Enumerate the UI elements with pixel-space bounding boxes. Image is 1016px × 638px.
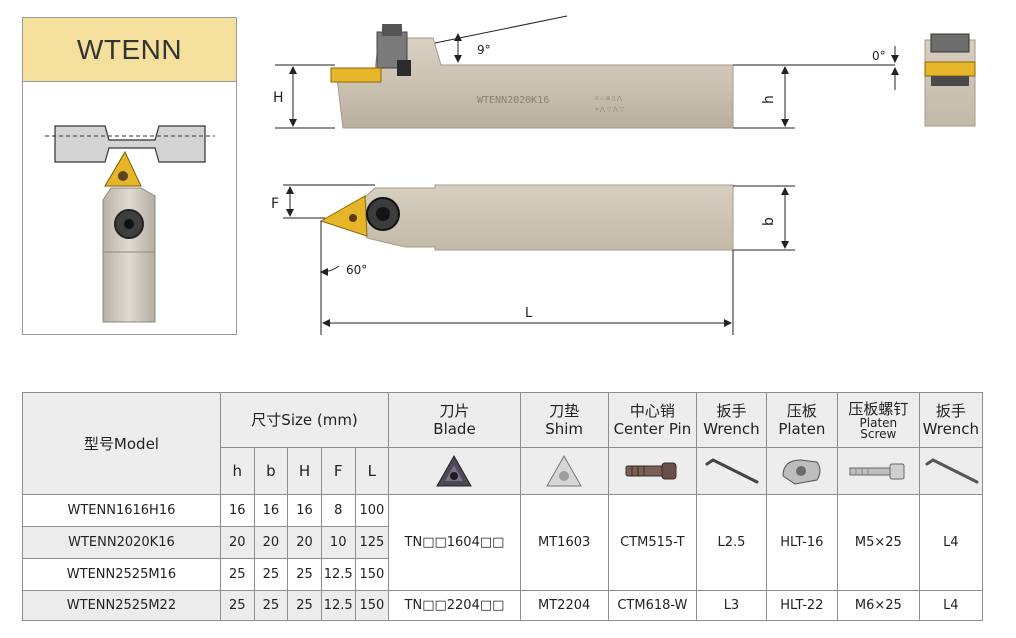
dim-H-label: H [273,90,284,106]
dim-cell: 125 [354,526,390,559]
shim-cell: MT1603 [519,494,609,591]
dim-cell: 150 [354,590,390,621]
header-dim-F: F [320,447,356,495]
dim-cell: 150 [354,558,390,591]
platen-cell: HLT-16 [765,494,839,591]
workpiece-shape [54,125,206,163]
product-card: WTENN [22,17,237,335]
table-row: WTENN2525M22 25 25 25 12.5 150 TN□□2204□… [22,590,984,621]
angle-9-label: 9° [477,43,491,57]
dim-cell: 25 [219,590,255,621]
top-view: F b 60° L [271,184,795,335]
platen-screw-cell: M5×25 [837,494,920,591]
header-model: 型号Model [22,392,221,495]
dim-cell: 16 [287,494,322,527]
dim-cell: 25 [219,558,255,591]
table-row: WTENN2020K16 20 20 20 10 125 [22,526,983,559]
dim-cell: 12.5 [320,590,356,621]
wrench-icon [696,447,767,495]
platen-icon [765,447,839,495]
table-row: WTENN2525M16 25 25 25 12.5 150 [22,558,983,591]
holder-shank [102,251,156,323]
svg-text:⌖ ⋀ ▽ ⋀ ▽: ⌖ ⋀ ▽ ⋀ ▽ [595,106,625,113]
dim-cell: 10 [320,526,356,559]
angle-0-label: 0° [872,49,886,63]
header-dim-L: L [354,447,390,495]
top-insert [319,195,368,237]
model-cell: WTENN2525M16 [22,558,221,591]
shim-cell: MT2204 [519,590,609,621]
dim-cell: 8 [320,494,356,527]
center-pin-cell: CTM515-T [607,494,698,591]
dim-cell: 12.5 [320,558,356,591]
blade-cell: TN□□1604□□ [388,494,521,591]
platen-screw-icon [837,447,920,495]
header-dim-b: b [253,447,289,495]
table-row: WTENN1616H16 16 16 16 8 100 TN□□1604□□ M… [22,494,984,591]
header-size: 尺寸Size (mm) [219,392,390,448]
blade-cell: TN□□2204□□ [388,590,521,621]
wrench-cell: L2.5 [696,494,767,591]
shim-icon [519,447,609,495]
dim-F-label: F [271,196,279,212]
dim-cell: 25 [253,558,289,591]
dim-cell: 16 [219,494,255,527]
model-cell: WTENN1616H16 [22,494,221,527]
side-insert [330,67,382,83]
dim-L-label: L [525,306,533,321]
dim-cell: 100 [354,494,390,527]
dim-cell: 20 [219,526,255,559]
insert-shape [104,150,142,187]
center-pin-cell: CTM618-W [607,590,698,621]
side-view: WTENN2020K16 ≡ ⌂ ⊕ ▯ ⋀ ⌖ ⋀ ▽ ⋀ ▽ 9° H h [273,15,895,129]
dim-cell: 25 [287,590,322,621]
dim-cell: 16 [253,494,289,527]
model-cell: WTENN2020K16 [22,526,221,559]
blade-icon [388,447,521,495]
technical-drawing: WTENN2020K16 ≡ ⌂ ⊕ ▯ ⋀ ⌖ ⋀ ▽ ⋀ ▽ 9° H h … [271,15,976,335]
center-pin-icon [607,447,698,495]
platen-screw-cell: M6×25 [837,590,920,621]
wrench-cell: L3 [696,590,767,621]
wrench-2-cell: L4 [918,494,984,591]
wrench-2-icon [918,447,984,495]
engraving-text: WTENN2020K16 [477,95,549,106]
wrench-2-cell: L4 [918,590,984,621]
end-view: 0° [872,33,976,127]
top-shank [350,184,734,251]
header-dim-H: H [287,447,322,495]
model-cell: WTENN2525M22 [22,590,221,621]
dim-cell: 20 [287,526,322,559]
svg-text:≡ ⌂ ⊕ ▯ ⋀: ≡ ⌂ ⊕ ▯ ⋀ [595,95,622,102]
product-title: WTENN [23,18,236,82]
dim-cell: 20 [253,526,289,559]
platen-cell: HLT-22 [765,590,839,621]
dim-b-label: b [761,217,777,226]
angle-60-label: 60° [346,263,367,277]
dim-h-label: h [761,95,777,104]
header-dim-h: h [219,447,255,495]
dim-cell: 25 [287,558,322,591]
holder-end-view-illustration [45,125,215,323]
dim-cell: 25 [253,590,289,621]
